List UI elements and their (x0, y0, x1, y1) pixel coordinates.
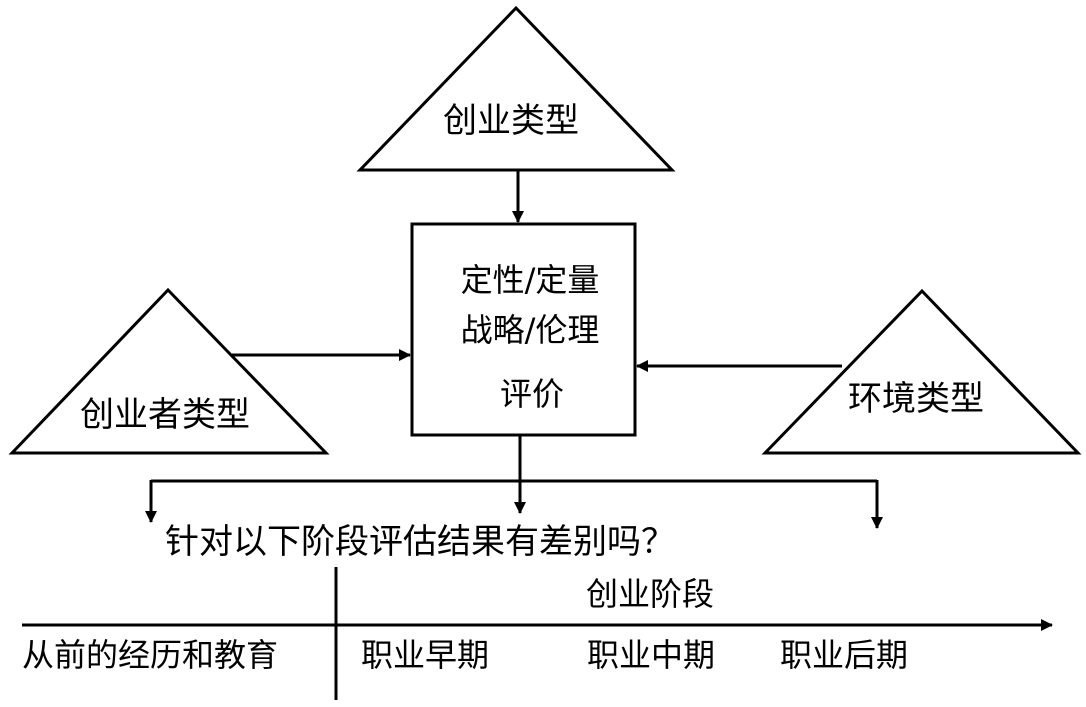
left-triangle (8, 287, 330, 455)
timeline-stage-late: 职业后期 (780, 636, 908, 674)
top-triangle-label: 创业类型 (443, 101, 579, 141)
timeline-left-label: 从前的经历和教育 (22, 636, 278, 674)
right-triangle-label: 环境类型 (848, 379, 984, 419)
right-triangle (761, 288, 1082, 455)
timeline-stage-mid: 职业中期 (587, 636, 715, 674)
center-box-line-3: 评价 (500, 375, 564, 413)
question-text: 针对以下阶段评估结果有差别吗？ (165, 522, 675, 562)
left-triangle-label: 创业者类型 (80, 395, 250, 435)
timeline-title: 创业阶段 (586, 575, 714, 613)
top-triangle (356, 5, 676, 172)
center-box-line-1: 定性/定量 (461, 261, 600, 299)
center-box (410, 222, 637, 437)
center-box-line-2: 战略/伦理 (461, 311, 600, 349)
timeline-stage-early: 职业早期 (361, 636, 489, 674)
